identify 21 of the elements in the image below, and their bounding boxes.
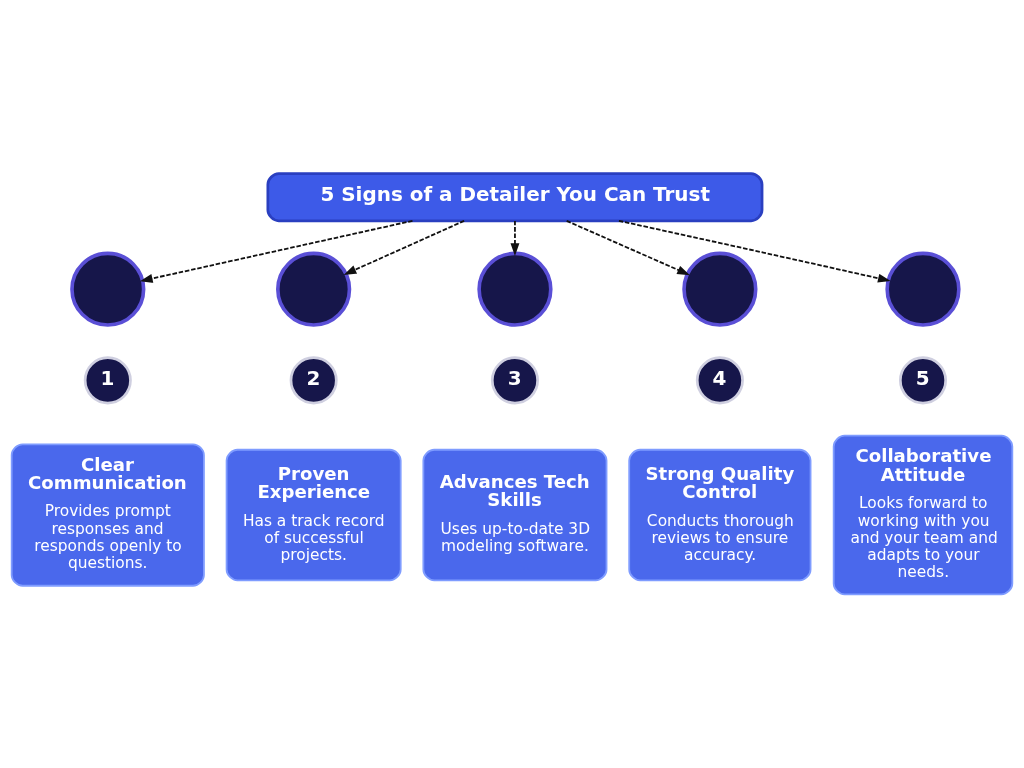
node-circle [477, 251, 553, 327]
node-box: Collaborative Attitude Looks forward to working with you and your team and adapts to your needs. [832, 434, 1014, 596]
node-circle [885, 251, 961, 327]
node-circle [682, 251, 758, 327]
node-box: 5 Signs of a Detailer You Can Trust [266, 172, 764, 223]
node-box: Strong Quality Control Conducts thorough reviews to ensure accuracy. [628, 448, 812, 582]
node-box: Advances Tech Skills Uses up-to-date 3D modeling software. [422, 448, 608, 582]
arrow [343, 219, 466, 275]
arrow [618, 219, 891, 283]
node-box: Proven Experience Has a track record of successful projects. [225, 448, 402, 582]
node-circle [70, 251, 146, 327]
arrow [139, 219, 414, 283]
node-circle: 2 [289, 356, 338, 405]
node-circle [276, 251, 352, 327]
node-circle: 1 [83, 356, 132, 405]
arrow [510, 219, 520, 256]
node-box: Clear Communication Provides prompt responses and responds openly to questions. [10, 443, 205, 587]
node-circle: 4 [695, 356, 744, 405]
node-circle: 3 [490, 356, 539, 405]
node-circle: 5 [898, 356, 948, 405]
arrow [565, 219, 690, 276]
